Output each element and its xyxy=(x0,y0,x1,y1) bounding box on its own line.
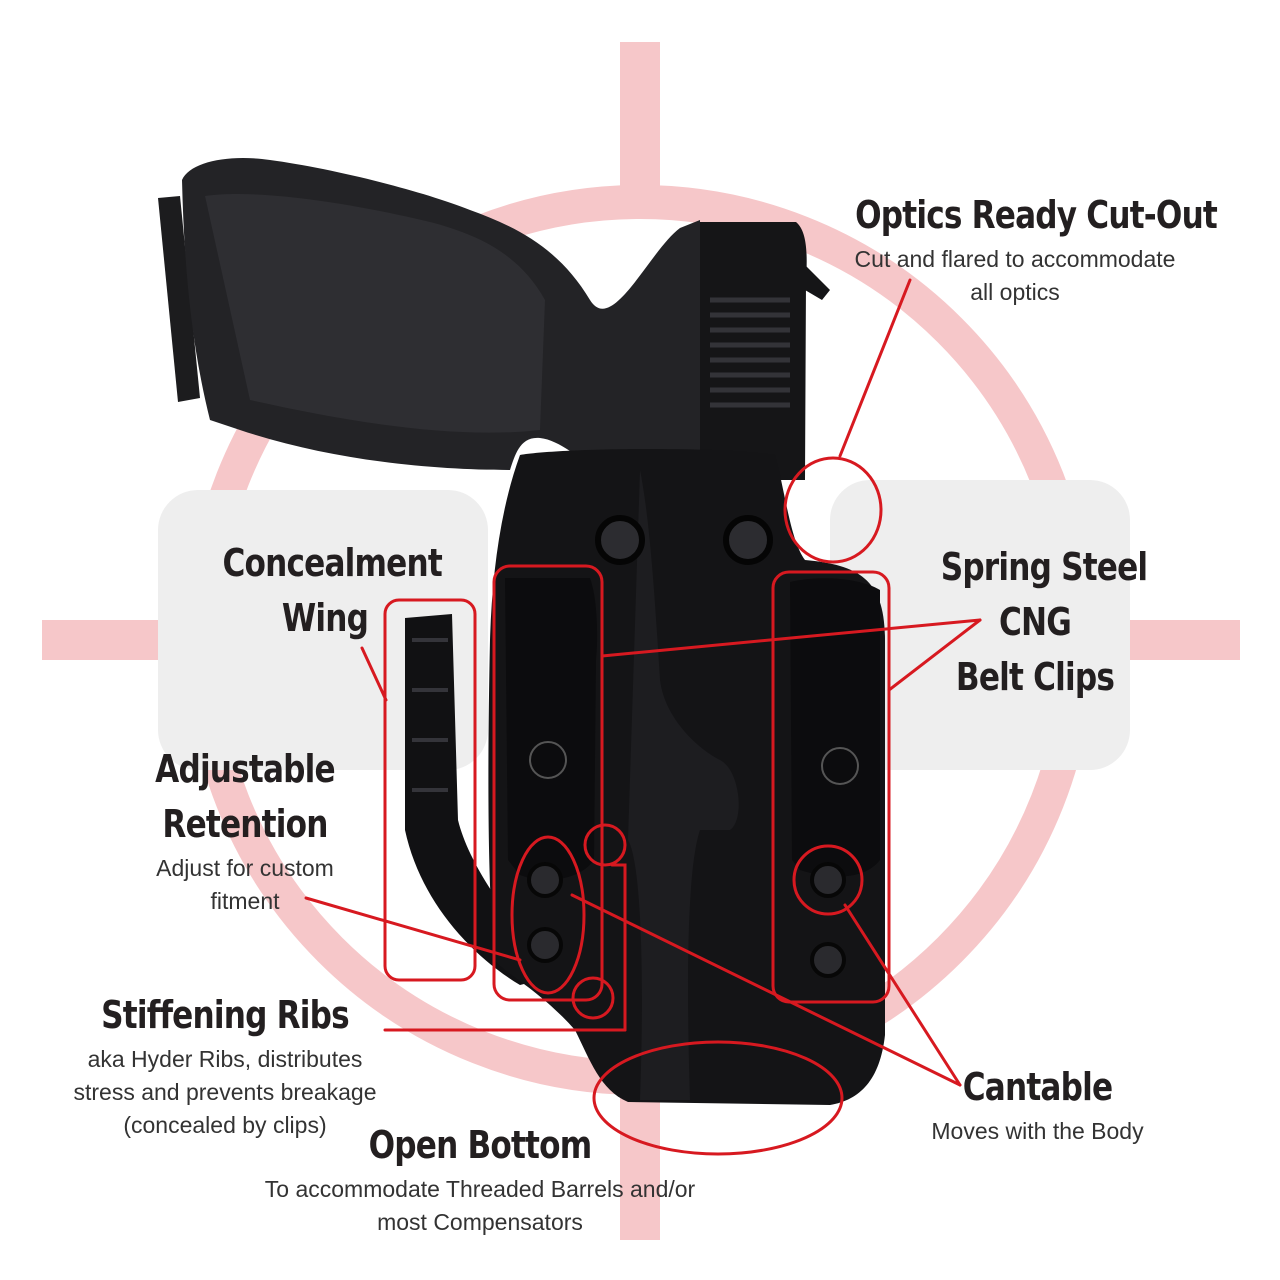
clip-box-left xyxy=(492,564,604,1002)
clips-title: Spring Steel CNG Belt Clips xyxy=(940,540,1148,705)
callout-optics-ready: Optics Ready Cut-Out Cut and flared to a… xyxy=(820,188,1218,309)
callout-cantable: Cantable Moves with the Body xyxy=(900,1060,1175,1148)
holster-eyelet-left xyxy=(595,515,645,565)
leader-cantable-left xyxy=(570,893,962,1087)
ribs-desc-line: (concealed by clips) xyxy=(123,1112,327,1139)
holster-eyelet-right xyxy=(723,515,773,565)
clip-logo-left xyxy=(529,741,567,779)
pistol-slide xyxy=(700,222,807,480)
callout-belt-clips: Spring Steel CNG Belt Clips xyxy=(920,540,1150,705)
leader-wing xyxy=(360,646,388,702)
callout-concealment-wing: Concealment Wing xyxy=(200,536,450,646)
screw-right-bottom xyxy=(810,942,846,978)
bottom-desc: To accommodate Threaded Barrels and/or m… xyxy=(230,1173,730,1239)
optics-ellipse xyxy=(783,456,883,564)
clips-title-line: CNG xyxy=(998,600,1072,645)
retention-title: Adjustable Retention xyxy=(147,742,344,852)
optics-desc-line: Cut and flared to accommodate xyxy=(854,246,1176,273)
annotation-marks xyxy=(304,278,982,1156)
bottom-desc-line: To accommodate Threaded Barrels and/or xyxy=(264,1176,696,1203)
rib-circle-lower xyxy=(571,976,615,1020)
optics-desc: Cut and flared to accommodate all optics xyxy=(820,243,1210,309)
screw-left-top xyxy=(527,862,563,898)
retention-desc-line: Adjust for custom xyxy=(156,855,334,882)
rib-bracket xyxy=(610,863,627,1032)
open-bottom-ellipse xyxy=(592,1040,844,1156)
callout-adjustable-retention: Adjustable Retention Adjust for custom f… xyxy=(125,742,365,918)
cantable-circle xyxy=(792,844,864,916)
watermark-block-right xyxy=(830,480,1130,770)
retention-ellipse xyxy=(510,835,586,995)
retention-screws xyxy=(527,862,846,978)
retention-title-line: Adjustable xyxy=(155,747,336,791)
bottom-desc-line: most Compensators xyxy=(377,1209,583,1236)
wing-ribs xyxy=(412,638,448,792)
clips-title-line: Belt Clips xyxy=(955,655,1115,700)
screw-right-top xyxy=(810,862,846,898)
holster-trigger-guard-channel xyxy=(628,470,739,1100)
retention-desc: Adjust for custom fitment xyxy=(125,852,365,918)
wing-title-line: Concealment xyxy=(222,541,443,585)
screw-left-bottom xyxy=(527,927,563,963)
bottom-title-line: Open Bottom xyxy=(368,1123,593,1167)
callout-open-bottom: Open Bottom To accommodate Threaded Barr… xyxy=(230,1118,730,1239)
optics-title-line: Optics Ready Cut-Out xyxy=(855,193,1218,237)
wing-box xyxy=(383,598,477,982)
cantable-title: Cantable xyxy=(925,1060,1151,1115)
ribs-desc-line: stress and prevents breakage xyxy=(73,1079,377,1106)
pistol-grip-texture xyxy=(205,193,545,433)
clip-box-right xyxy=(771,570,891,1004)
pistol-rear-sight xyxy=(805,265,830,300)
clip-logo-right xyxy=(821,747,859,785)
leader-cantable-right xyxy=(843,903,962,1087)
callout-stiffening-ribs: Stiffening Ribs aka Hyder Ribs, distribu… xyxy=(45,988,405,1142)
retention-title-line: Retention xyxy=(162,802,328,847)
pistol-illustration xyxy=(158,158,830,480)
belt-clip-left xyxy=(505,578,598,880)
target-bar-top xyxy=(620,42,660,192)
ribs-title: Stiffening Ribs xyxy=(77,988,372,1043)
ribs-desc: aka Hyder Ribs, distributes stress and p… xyxy=(45,1043,405,1142)
cantable-desc-line: Moves with the Body xyxy=(931,1118,1144,1145)
cantable-title-line: Cantable xyxy=(962,1065,1113,1109)
retention-desc-line: fitment xyxy=(210,888,280,915)
belt-clips xyxy=(505,578,880,880)
clips-title-line: Spring Steel xyxy=(940,545,1148,589)
rib-circle-upper xyxy=(583,823,627,867)
wing-body xyxy=(405,614,560,985)
leader-clips-right xyxy=(887,618,982,692)
optics-title: Optics Ready Cut-Out xyxy=(855,188,1218,243)
optics-desc-line: all optics xyxy=(970,279,1060,306)
pistol-slide-serrations xyxy=(710,297,790,408)
ribs-title-line: Stiffening Ribs xyxy=(101,993,350,1037)
concealment-wing xyxy=(405,614,560,985)
cantable-desc: Moves with the Body xyxy=(900,1115,1175,1148)
pistol-backstrap xyxy=(158,196,200,402)
bottom-title: Open Bottom xyxy=(275,1118,685,1173)
leader-clips-left xyxy=(600,618,982,658)
target-bar-bottom xyxy=(620,1090,660,1240)
leader-optics xyxy=(838,278,912,458)
wing-title-line: Wing xyxy=(281,596,369,641)
wing-title: Concealment Wing xyxy=(222,536,443,646)
leader-retention xyxy=(304,896,522,962)
belt-clip-right xyxy=(790,578,880,877)
ribs-desc-line: aka Hyder Ribs, distributes xyxy=(87,1046,363,1073)
